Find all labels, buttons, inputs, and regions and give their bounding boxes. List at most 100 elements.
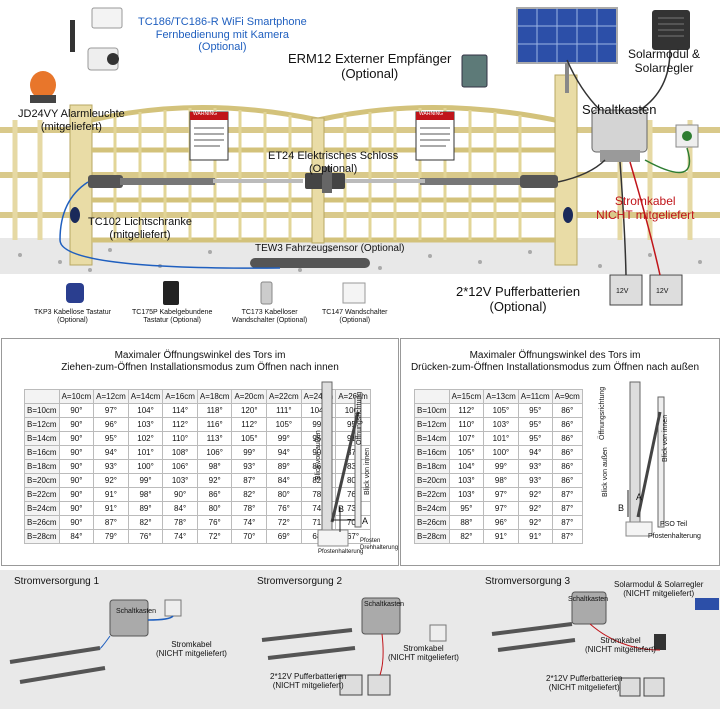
s3-solar-sub: (NICHT mitgeliefert) (623, 589, 695, 599)
accessory-tc175p-sub: Tastatur (Optional) (143, 317, 202, 325)
row-header: B=12cm (414, 417, 450, 432)
table-cell: 87° (551, 501, 583, 516)
table-cell: 89° (266, 459, 302, 474)
lock-sub: (Optional) (308, 162, 358, 175)
table-cell: 120° (231, 403, 268, 418)
table-cell: 93° (517, 459, 553, 474)
row-header: B=10cm (414, 403, 450, 418)
corner-cell (24, 389, 60, 404)
table-cell: 96° (93, 417, 129, 432)
alarm-label: JD24VY Alarmleuchte (mitgeliefert) (18, 108, 125, 133)
column-header: A=10cm (58, 389, 95, 404)
table-cell: 104° (127, 403, 164, 418)
table-cell: 84° (266, 473, 302, 488)
table-cell: 80° (266, 487, 302, 502)
accessory-tc173-sub: Wandschalter (Optional) (232, 317, 308, 325)
pull-a-label: A (362, 516, 369, 526)
table-cell: 108° (162, 445, 198, 460)
pull-opening-label: Öffnungsrichtung (356, 391, 363, 445)
photocell-title: TC102 Lichtschranke (88, 216, 192, 228)
table-cell: 87° (93, 515, 129, 530)
table-cell: 112° (231, 417, 268, 432)
table-cell: 82° (127, 515, 164, 530)
batteries-label: 2*12V Pufferbatterien (Optional) (456, 284, 581, 315)
table-cell: 86° (551, 473, 583, 488)
push-view-out: Blick von außen (602, 447, 609, 497)
column-header: A=12cm (93, 389, 129, 404)
table-cell: 103° (448, 487, 485, 502)
table-cell: 116° (196, 417, 233, 432)
row-header: B=20cm (414, 473, 450, 488)
table-cell: 95° (517, 417, 553, 432)
accessory-tc173-name: TC173 Kabelloser (241, 309, 298, 316)
table-cell: 95° (93, 431, 129, 446)
push-b-label: B (618, 503, 625, 513)
s3-box-label: Schaltkasten (568, 596, 609, 603)
push-post-label: Pfostenhalterung (648, 533, 701, 540)
table-cell: 90° (58, 515, 95, 530)
s1-title: Stromversorgung 1 (14, 576, 100, 587)
s3-solar-label: Solarmodul & Solarregler (NICHT mitgelie… (614, 580, 703, 598)
accessory-tc147-name: TC147 Wandschalter (322, 309, 388, 316)
accessory-tc147: TC147 Wandschalter (Optional) (322, 309, 388, 325)
column-header: A=15cm (448, 389, 485, 404)
table-cell: 91° (483, 529, 519, 544)
accessory-tkp3-name: TKP3 Kabellose Tastatur (34, 309, 111, 316)
table-cell: 88° (448, 515, 485, 530)
s2-batt-sub: (NICHT mitgeliefert) (272, 681, 344, 691)
row-header: B=24cm (24, 501, 60, 516)
column-header: A=13cm (483, 389, 519, 404)
column-header: A=26cm (335, 389, 371, 404)
table-cell: 106° (196, 445, 233, 460)
receiver-label: ERM12 Externer Empfänger (Optional) (288, 51, 451, 82)
table-cell: 69° (266, 529, 302, 544)
table-cell: 84° (58, 529, 95, 544)
table-cell: 80° (196, 501, 233, 516)
table-cell: 110° (448, 417, 485, 432)
table-cell: 92° (93, 473, 129, 488)
batteries-title: 2*12V Pufferbatterien (456, 284, 581, 299)
table-cell: 74° (162, 529, 198, 544)
table-cell: 92° (196, 473, 233, 488)
table-cell: 103° (162, 473, 198, 488)
pull-post-label: Pfostenhalterung (318, 549, 364, 555)
table-cell: 91° (93, 501, 129, 516)
table-cell: 91° (93, 487, 129, 502)
row-header: B=10cm (24, 403, 60, 418)
row-header: B=24cm (414, 501, 450, 516)
table-cell: 97° (93, 403, 129, 418)
row-header: B=16cm (414, 445, 450, 460)
accessory-tkp3-sub: (Optional) (57, 317, 88, 325)
row-header: B=28cm (24, 529, 60, 544)
photocell-label: TC102 Lichtschranke (mitgeliefert) (88, 216, 192, 241)
table-cell: 111° (266, 403, 302, 418)
lock-title: ET24 Elektrisches Schloss (268, 150, 399, 162)
s2-cable-label: Stromkabel (NICHT mitgeliefert) (388, 644, 459, 662)
column-header: A=20cm (231, 389, 268, 404)
column-header: A=9cm (551, 389, 583, 404)
table-cell: 90° (58, 473, 95, 488)
table-cell: 101° (127, 445, 164, 460)
table-cell: 90° (58, 501, 95, 516)
row-header: B=14cm (414, 431, 450, 446)
row-header: B=26cm (414, 515, 450, 530)
table-cell: 87° (551, 487, 583, 502)
column-header: A=14cm (127, 389, 164, 404)
photocell-sub: (mitgeliefert) (109, 228, 171, 241)
solar-title: Solarmodul & (628, 47, 701, 61)
table-cell: 82° (231, 487, 268, 502)
table-cell: 90° (58, 431, 95, 446)
table-cell: 87° (551, 529, 583, 544)
batteries-sub: (Optional) (489, 298, 547, 314)
table-cell: 78° (231, 501, 268, 516)
table-cell: 97° (483, 487, 519, 502)
table-cell: 76° (266, 501, 302, 516)
table-cell: 86° (551, 431, 583, 446)
table-cell: 93° (231, 459, 268, 474)
power-supply-diagrams (9, 591, 719, 697)
